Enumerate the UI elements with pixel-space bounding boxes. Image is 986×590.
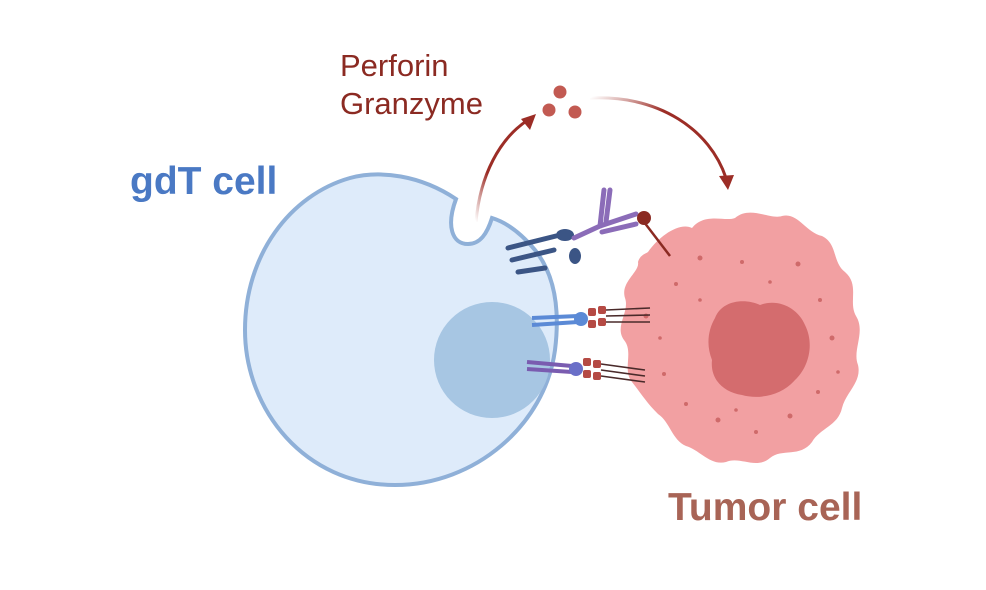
granule xyxy=(568,105,582,119)
perforin-label: Perforin xyxy=(340,48,449,83)
antigen-head xyxy=(637,211,651,225)
receptor-ligand-complex-2 xyxy=(526,358,646,383)
gdt-cell xyxy=(242,172,559,488)
arrow-to-tumor xyxy=(589,96,728,179)
arrow-head-down xyxy=(719,175,734,190)
antibody xyxy=(571,187,639,241)
arrow-head-up xyxy=(521,114,536,130)
arrow-to-granules xyxy=(474,118,529,223)
granule xyxy=(553,85,567,99)
receptor-ligand-complex-1 xyxy=(531,306,651,328)
granzyme-label: Granzyme xyxy=(340,86,483,121)
tumor-cell-dots xyxy=(643,255,840,434)
tumor-cell-nucleus xyxy=(708,301,810,397)
gdt-cell-nucleus xyxy=(434,302,550,418)
fc-receptor xyxy=(505,233,559,275)
secretion-arrows xyxy=(474,96,734,223)
granule xyxy=(542,103,556,117)
fc-receptor-head xyxy=(556,229,574,241)
cytotoxic-granules xyxy=(542,85,582,119)
antigen-stalk xyxy=(643,221,671,257)
tumor-cell xyxy=(620,212,860,464)
tumor-cell-label: Tumor cell xyxy=(668,486,863,529)
cd16-antibody-complex xyxy=(505,187,671,275)
gdt-cell-label: gdT cell xyxy=(130,160,278,203)
fc-receptor-head xyxy=(569,248,581,264)
